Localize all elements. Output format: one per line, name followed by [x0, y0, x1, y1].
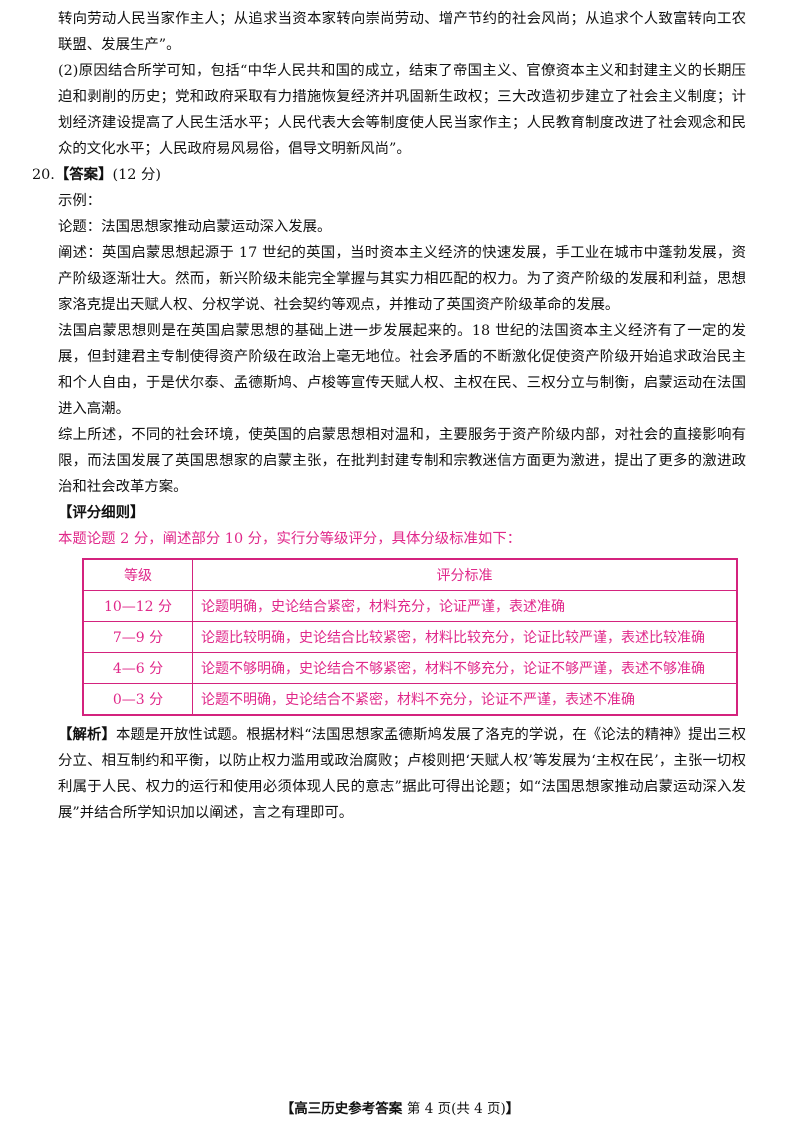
grade-cell: 10—12 分 [82, 590, 193, 622]
elaboration-paragraph-1: 阐述：英国启蒙思想起源于 17 世纪的英国，当时资本主义经济的快速发展，手工业在… [58, 245, 746, 313]
standard-cell: 论题不够明确，史论结合不够紧密，材料不够充分，论证不够严谨，表述不够准确 [192, 652, 738, 684]
rubric-intro: 本题论题 2 分，阐述部分 10 分，实行分等级评分，具体分级标准如下： [58, 531, 522, 547]
document-page: 转向劳动人民当家作主人；从追求当资本家转向崇尚劳动、增产节约的社会风尚；从追求个… [32, 6, 746, 826]
standard-cell: 论题明确，史论结合紧密，材料充分，论证严谨，表述准确 [192, 590, 738, 622]
standard-cell: 论题比较明确，史论结合比较紧密，材料比较充分，论证比较严谨，表述比较准确 [192, 621, 738, 653]
page-footer: 【高三历史参考答案 第 4 页(共 4 页)】 [0, 1097, 800, 1117]
footer-page-number: 第 4 页(共 4 页) [406, 1101, 506, 1117]
rubric-table: 等级 评分标准 10—12 分 论题明确，史论结合紧密，材料充分，论证严谨，表述… [82, 558, 738, 716]
thesis: 论题：法国思想家推动启蒙运动深入发展。 [58, 219, 332, 235]
table-row: 4—6 分 论题不够明确，史论结合不够紧密，材料不够充分，论证不够严谨，表述不够… [82, 652, 738, 684]
grade-cell: 7—9 分 [82, 621, 193, 653]
header-standard: 评分标准 [192, 558, 738, 591]
grade-cell: 4—6 分 [82, 652, 193, 684]
analysis-text: 本题是开放性试题。根据材料“法国思想家孟德斯鸠发展了洛克的学说，在《论法的精神》… [58, 727, 746, 821]
rubric-tag: 【评分细则】 [58, 504, 145, 521]
table-row: 7—9 分 论题比较明确，史论结合比较紧密，材料比较充分，论证比较严谨，表述比较… [82, 621, 738, 653]
standard-cell: 论题不明确，史论结合不紧密，材料不充分，论证不严谨，表述不准确 [192, 683, 738, 716]
reason-paragraph: (2)原因结合所学可知，包括“中华人民共和国的成立，结束了帝国主义、官僚资本主义… [58, 63, 746, 157]
continued-text: 转向劳动人民当家作主人；从追求当资本家转向崇尚劳动、增产节约的社会风尚；从追求个… [58, 11, 746, 53]
elaboration-paragraph-3: 综上所述，不同的社会环境，使英国的启蒙思想相对温和，主要服务于资产阶级内部，对社… [58, 427, 746, 495]
analysis-tag: 【解析】 [58, 726, 116, 743]
table-row: 0—3 分 论题不明确，史论结合不紧密，材料不充分，论证不严谨，表述不准确 [82, 683, 738, 716]
analysis-paragraph: 【解析】本题是开放性试题。根据材料“法国思想家孟德斯鸠发展了洛克的学说，在《论法… [58, 722, 746, 826]
footer-close: 】 [505, 1101, 520, 1117]
score: (12 分) [112, 167, 161, 183]
question-number: 20. [32, 167, 55, 183]
footer-title: 【高三历史参考答案 [280, 1101, 403, 1117]
rubric-header-row: 等级 评分标准 [82, 558, 738, 591]
header-grade: 等级 [82, 558, 193, 591]
question-20-header: 20.【答案】(12 分) [32, 162, 746, 188]
example-label: 示例： [58, 193, 102, 209]
table-row: 10—12 分 论题明确，史论结合紧密，材料充分，论证严谨，表述准确 [82, 590, 738, 622]
answer-tag: 【答案】 [54, 166, 113, 183]
grade-cell: 0—3 分 [82, 683, 193, 716]
elaboration-paragraph-2: 法国启蒙思想则是在英国启蒙思想的基础上进一步发展起来的。18 世纪的法国资本主义… [58, 323, 746, 417]
